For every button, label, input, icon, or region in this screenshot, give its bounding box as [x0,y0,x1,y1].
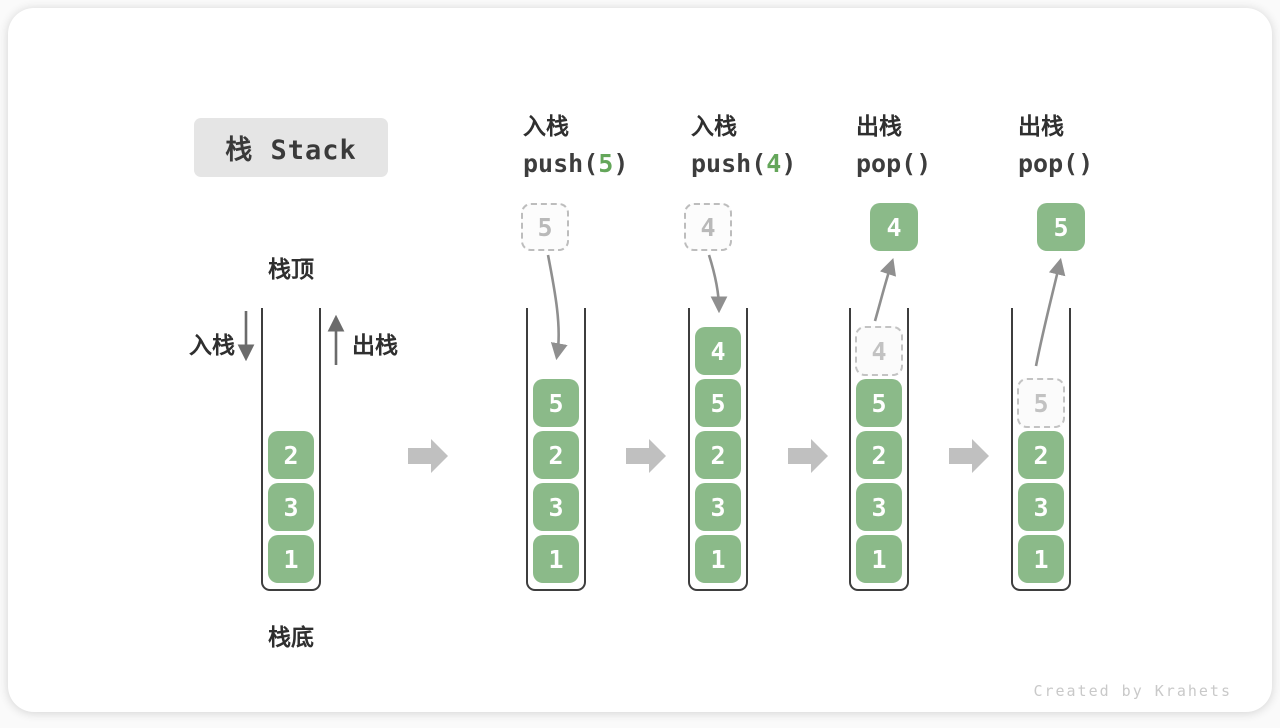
code-prefix: pop( [1018,149,1079,178]
push-side-label: 入栈 [189,333,235,359]
op-code-label: pop() [1018,148,1178,180]
stack-block: 5 [856,379,902,427]
code-prefix: push( [523,149,599,178]
op-zh-label: 入栈 [523,114,569,140]
pop-side-label: 出栈 [352,333,398,359]
stack-top-label: 栈顶 [268,257,314,283]
code-prefix: pop( [856,149,917,178]
stack-bottom-label: 栈底 [268,625,314,651]
ghost-popped-slot: 5 [1017,378,1065,428]
floating-popped-value: 4 [870,203,918,251]
op-code-label: pop() [856,148,1016,180]
stack-block: 3 [533,483,579,531]
stack-block: 2 [856,431,902,479]
floating-pushed-value: 4 [684,203,732,251]
stack-block: 2 [533,431,579,479]
flow-right-arrow-icon [408,439,448,473]
op-label-push-5: 入栈 push(5) [523,112,683,180]
code-arg: 4 [766,149,782,178]
stack-block: 5 [695,379,741,427]
code-prefix: push( [691,149,767,178]
push-curve-arrow-icon [707,254,728,314]
flow-right-arrow-icon [949,439,989,473]
stack-block: 2 [268,431,314,479]
op-zh-label: 入栈 [691,114,737,140]
stack-block: 3 [1018,483,1064,531]
code-suffix: ) [916,149,932,178]
op-code-label: push(4) [691,148,851,180]
diagram-card: 栈 Stack 入栈 push(5) 入栈 push(4) 出栈 pop() 出… [8,8,1272,712]
op-zh-label: 出栈 [1018,114,1064,140]
stack-block: 2 [1018,431,1064,479]
ghost-popped-slot: 4 [855,326,903,376]
diagram-title: 栈 Stack [194,118,388,177]
code-suffix: ) [781,149,797,178]
stack-block: 5 [533,379,579,427]
stack-block: 1 [1018,535,1064,583]
stack-block: 1 [268,535,314,583]
floating-popped-value: 5 [1037,203,1085,251]
op-code-label: push(5) [523,148,683,180]
flow-right-arrow-icon [788,439,828,473]
op-label-pop-4: 出栈 pop() [856,112,1016,180]
code-suffix: ) [1078,149,1094,178]
stack-block: 4 [695,327,741,375]
stack-block: 3 [268,483,314,531]
stack-block: 3 [856,483,902,531]
stack-block: 1 [695,535,741,583]
op-label-pop-5: 出栈 pop() [1018,112,1178,180]
code-arg: 5 [598,149,614,178]
stack-block: 1 [533,535,579,583]
code-suffix: ) [613,149,629,178]
op-label-push-4: 入栈 push(4) [691,112,851,180]
stack-block: 2 [695,431,741,479]
stack-block: 3 [695,483,741,531]
stack-block: 1 [856,535,902,583]
flow-right-arrow-icon [626,439,666,473]
watermark: Created by Krahets [1033,682,1232,700]
floating-pushed-value: 5 [521,203,569,251]
op-zh-label: 出栈 [856,114,902,140]
